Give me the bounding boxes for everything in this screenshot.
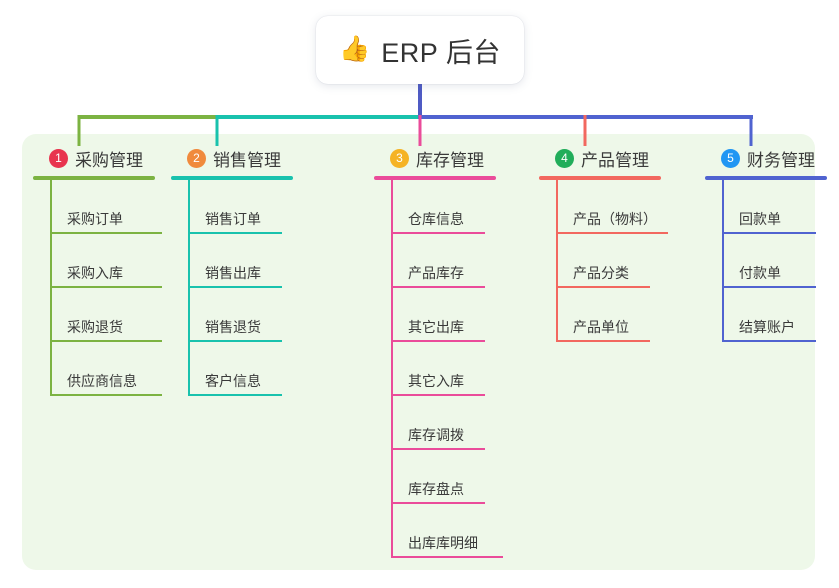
branch-items-4: 产品（物料） 产品分类 产品单位	[539, 180, 694, 342]
list-item[interactable]: 产品库存	[391, 234, 529, 288]
branch-rule-1	[33, 176, 155, 180]
list-item[interactable]: 其它入库	[391, 342, 529, 396]
branch-header-2[interactable]: 2 销售管理	[171, 145, 326, 171]
item-label: 产品库存	[408, 265, 464, 281]
branch-header-3[interactable]: 3 库存管理	[374, 145, 529, 171]
branch-rule-2	[171, 176, 293, 180]
branch-header-5[interactable]: 5 财务管理	[705, 145, 839, 171]
list-item[interactable]: 采购入库	[50, 234, 188, 288]
root-node[interactable]: 👍 ERP 后台	[316, 16, 524, 84]
branch-column-4: 4 产品管理 产品（物料） 产品分类 产品单位	[539, 145, 694, 342]
item-label: 产品分类	[573, 265, 629, 281]
list-item[interactable]: 结算账户	[722, 288, 839, 342]
list-item[interactable]: 销售退货	[188, 288, 326, 342]
root-title: ERP 后台	[381, 37, 501, 68]
list-item[interactable]: 出库库明细	[391, 504, 529, 558]
list-item[interactable]: 产品单位	[556, 288, 694, 342]
branch-items-3: 仓库信息 产品库存 其它出库 其它入库 库存调拨 库存盘点 出库库明细	[374, 180, 529, 558]
list-item[interactable]: 付款单	[722, 234, 839, 288]
item-label: 其它入库	[408, 373, 464, 389]
list-item[interactable]: 销售出库	[188, 234, 326, 288]
list-item[interactable]: 销售订单	[188, 180, 326, 234]
list-item[interactable]: 采购订单	[50, 180, 188, 234]
branch-rule-4	[539, 176, 661, 180]
item-label: 采购退货	[67, 319, 123, 335]
branch-title-3: 库存管理	[416, 150, 484, 170]
list-item[interactable]: 回款单	[722, 180, 839, 234]
branch-column-5: 5 财务管理 回款单 付款单 结算账户	[705, 145, 839, 342]
list-item[interactable]: 库存调拨	[391, 396, 529, 450]
item-label: 出库库明细	[408, 535, 478, 551]
item-label: 产品单位	[573, 319, 629, 335]
item-label: 销售出库	[205, 265, 261, 281]
item-label: 采购订单	[67, 211, 123, 227]
item-label: 其它出库	[408, 319, 464, 335]
branch-header-4[interactable]: 4 产品管理	[539, 145, 694, 171]
branch-title-2: 销售管理	[213, 150, 281, 170]
branch-items-2: 销售订单 销售出库 销售退货 客户信息	[171, 180, 326, 396]
item-label: 销售退货	[205, 319, 261, 335]
item-label: 供应商信息	[67, 373, 137, 389]
item-label: 客户信息	[205, 373, 261, 389]
branch-rule-5	[705, 176, 827, 180]
branch-header-1[interactable]: 1 采购管理	[33, 145, 188, 171]
list-item[interactable]: 供应商信息	[50, 342, 188, 396]
list-item[interactable]: 库存盘点	[391, 450, 529, 504]
branch-badge-5: 5	[721, 148, 740, 168]
list-item[interactable]: 其它出库	[391, 288, 529, 342]
branch-badge-3: 3	[390, 148, 409, 168]
item-label: 付款单	[739, 265, 781, 281]
item-label: 回款单	[739, 211, 781, 227]
branch-column-1: 1 采购管理 采购订单 采购入库 采购退货 供应商信息	[33, 145, 188, 396]
branches-panel	[22, 134, 815, 570]
item-label: 库存盘点	[408, 481, 464, 497]
thumbs-up-icon: 👍	[339, 35, 371, 63]
item-label: 采购入库	[67, 265, 123, 281]
branch-badge-2: 2	[187, 148, 206, 168]
branch-items-1: 采购订单 采购入库 采购退货 供应商信息	[33, 180, 188, 396]
branch-badge-1: 1	[49, 148, 68, 168]
item-label: 结算账户	[739, 319, 795, 335]
list-item[interactable]: 仓库信息	[391, 180, 529, 234]
branch-title-4: 产品管理	[581, 150, 649, 170]
branch-rule-3	[374, 176, 496, 180]
item-label: 销售订单	[205, 211, 261, 227]
item-label: 库存调拨	[408, 427, 464, 443]
item-label: 仓库信息	[408, 211, 464, 227]
branch-title-1: 采购管理	[75, 150, 143, 170]
branch-items-5: 回款单 付款单 结算账户	[705, 180, 839, 342]
list-item[interactable]: 产品（物料）	[556, 180, 694, 234]
branch-badge-4: 4	[555, 148, 574, 168]
branch-title-5: 财务管理	[747, 150, 815, 170]
list-item[interactable]: 采购退货	[50, 288, 188, 342]
item-label: 产品（物料）	[573, 211, 657, 227]
branch-column-2: 2 销售管理 销售订单 销售出库 销售退货 客户信息	[171, 145, 326, 396]
list-item[interactable]: 客户信息	[188, 342, 326, 396]
list-item[interactable]: 产品分类	[556, 234, 694, 288]
branch-column-3: 3 库存管理 仓库信息 产品库存 其它出库 其它入库 库存调拨 库存盘点 出库库…	[374, 145, 529, 558]
